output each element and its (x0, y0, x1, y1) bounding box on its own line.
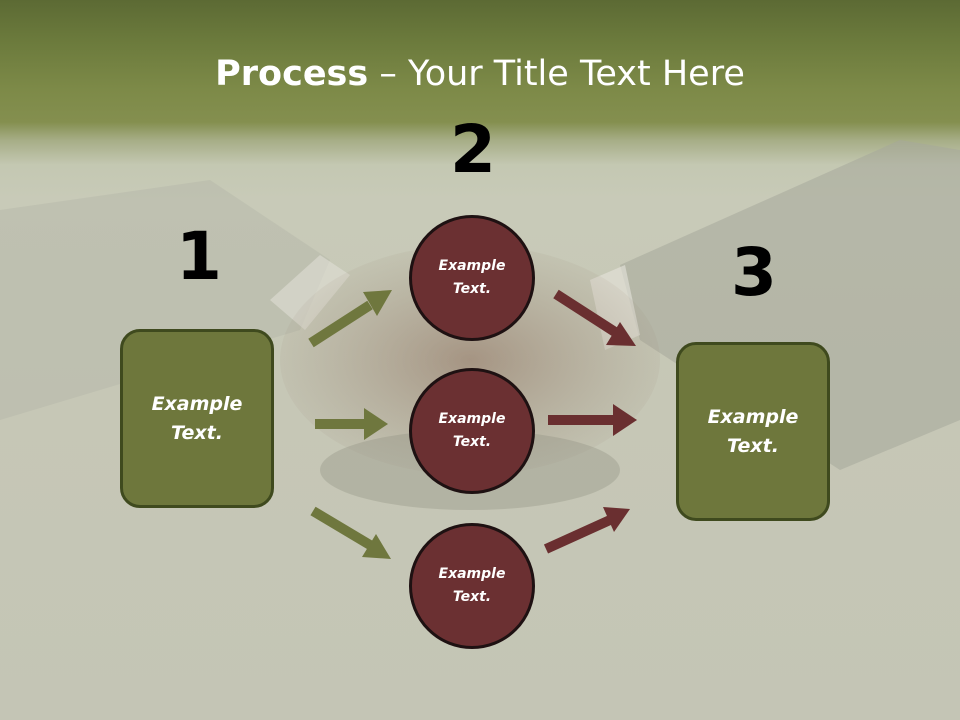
arrow-1-to-bottom (310, 506, 391, 559)
title-rest: – Your Title Text Here (368, 54, 745, 94)
slide-title: Process – Your Title Text Here (0, 52, 960, 96)
step-number-3: 3 (731, 234, 777, 311)
arrow-bottom-to-3 (543, 507, 630, 554)
title-bold: Process (215, 54, 369, 94)
step-1-box: Example Text. (120, 329, 274, 508)
arrow-1-to-top (308, 290, 392, 348)
step-2-circle-bottom: Example Text. (409, 523, 535, 649)
arrow-top-to-3 (553, 289, 636, 346)
step-3-box: Example Text. (676, 342, 830, 521)
step-number-1: 1 (176, 218, 222, 295)
step-2-circle-middle: Example Text. (409, 368, 535, 494)
step-number-2: 2 (450, 111, 496, 188)
arrow-middle-to-3 (548, 404, 637, 436)
arrow-1-to-middle (315, 408, 388, 440)
step-2-circle-top: Example Text. (409, 215, 535, 341)
